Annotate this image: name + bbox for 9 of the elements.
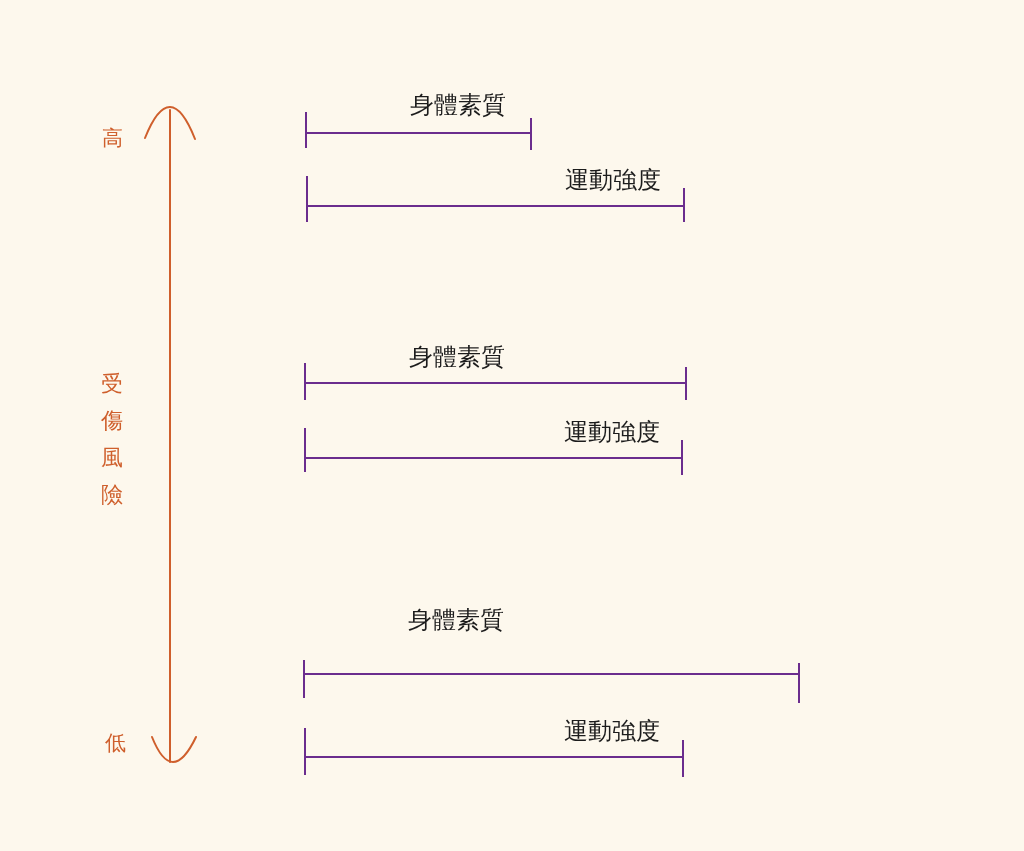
axis-end-label: 高 [101,127,123,149]
bar-label: 運動強度 [564,420,660,444]
axis-end-label: 低 [104,732,126,754]
bar-label: 身體素質 [409,345,505,369]
bar-label: 運動強度 [564,719,660,743]
axis-title: 受傷風險 [101,370,123,509]
bar-label: 運動強度 [565,168,661,192]
bar-label: 身體素質 [408,608,504,632]
bar-label: 身體素質 [410,93,506,117]
